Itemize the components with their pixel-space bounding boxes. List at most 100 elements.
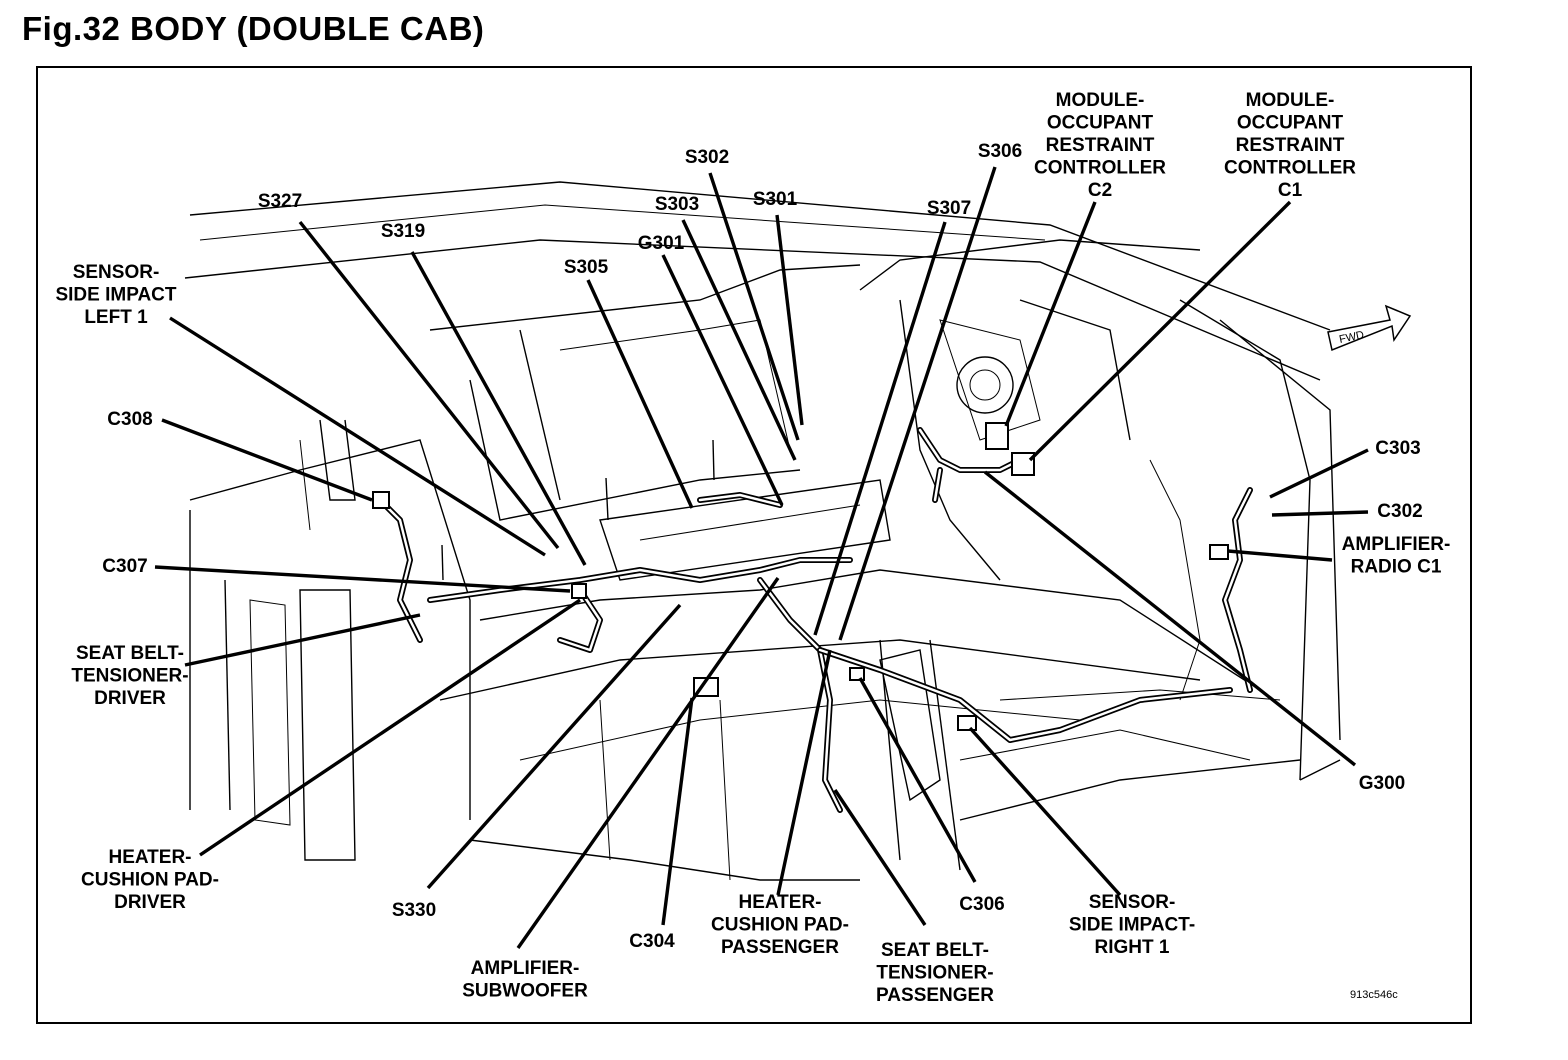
callout-line: TENSIONER-: [876, 963, 993, 984]
callout-seat-belt-tensioner-passenger: SEAT BELT-TENSIONER-PASSENGER: [876, 940, 994, 1006]
callout-line: S302: [685, 147, 729, 168]
leader-orc-c2: [1004, 201, 1097, 427]
callout-line: TENSIONER-: [71, 666, 188, 687]
callout-line: HEATER-: [108, 847, 191, 868]
callout-c303: C303: [1375, 438, 1420, 459]
callout-line: SEAT BELT-: [76, 643, 184, 664]
callout-line: C304: [629, 931, 675, 952]
leader-s319: [410, 251, 587, 566]
callout-line: CONTROLLER: [1034, 158, 1166, 179]
leader-c304: [661, 697, 694, 926]
callout-line: CUSHION PAD-: [711, 915, 849, 936]
callout-line: SIDE IMPACT: [55, 285, 176, 306]
callout-line: OCCUPANT: [1237, 113, 1344, 134]
leader-c302: [1271, 510, 1369, 517]
callout-line: MODULE-: [1246, 90, 1335, 111]
callout-heater-cushion-pad-driver: HEATER-CUSHION PAD-DRIVER: [81, 847, 219, 913]
callout-c308: C308: [107, 409, 152, 430]
leader-g300: [983, 470, 1357, 767]
leader-s307: [813, 221, 947, 636]
leader-s305: [586, 279, 694, 509]
callout-line: C1: [1278, 180, 1303, 201]
callout-c307: C307: [102, 556, 147, 577]
connector-sensor-side-impact-right: [957, 715, 977, 731]
vehicle-body-outline: [184, 181, 1341, 881]
leader-s303: [681, 219, 797, 461]
figure-title: Fig.32 BODY (DOUBLE CAB): [22, 10, 485, 47]
callout-seat-belt-tensioner-driver: SEAT BELT-TENSIONER-DRIVER: [71, 643, 188, 709]
connectors: [372, 422, 1229, 731]
callout-line: C302: [1377, 501, 1422, 522]
callout-line: S319: [381, 221, 425, 242]
forward-arrow-icon: FWD: [1327, 304, 1412, 352]
callout-line: SEAT BELT-: [881, 940, 989, 961]
callout-s327: S327: [258, 191, 302, 212]
connector-c306: [849, 667, 865, 681]
callout-line: AMPLIFIER-: [1342, 534, 1451, 555]
callout-line: PASSENGER: [876, 985, 994, 1006]
callout-line: RESTRAINT: [1046, 135, 1155, 156]
figure-code: 913c546c: [1350, 989, 1398, 1001]
callout-line: S301: [753, 189, 798, 210]
callout-line: PASSENGER: [721, 937, 839, 958]
callout-line: RADIO C1: [1351, 557, 1442, 578]
callout-s305: S305: [564, 257, 609, 278]
callout-line: S330: [392, 900, 436, 921]
callout-s319: S319: [381, 221, 425, 242]
leader-heater-driver: [199, 598, 581, 857]
leader-amplifier-subwoofer: [516, 577, 780, 949]
callout-line: S307: [927, 198, 971, 219]
callout-line: C306: [959, 894, 1004, 915]
leader-heater-passenger: [776, 649, 832, 896]
connector-c307: [571, 583, 587, 599]
leader-seat-belt-passenger: [833, 789, 927, 926]
callout-line: MODULE-: [1056, 90, 1145, 111]
leader-seat-belt-driver: [184, 613, 421, 667]
callout-line: S303: [655, 194, 699, 215]
fwd-label: FWD: [1338, 329, 1365, 346]
callout-line: C308: [107, 409, 152, 430]
callout-line: S327: [258, 191, 302, 212]
callout-line: DRIVER: [94, 688, 166, 709]
leader-s330: [426, 603, 682, 890]
leader-s302: [708, 172, 800, 441]
leader-c306: [858, 677, 977, 883]
connector-amplifier-radio-c1: [1209, 544, 1229, 560]
connector-orc-c1: [1011, 452, 1035, 476]
leader-amplifier-radio: [1227, 549, 1333, 562]
callout-s330: S330: [392, 900, 436, 921]
callout-line: SUBWOOFER: [462, 981, 588, 1002]
leader-sensor-right: [968, 726, 1122, 897]
callout-line: AMPLIFIER-: [471, 958, 580, 979]
callout-line: SIDE IMPACT-: [1069, 915, 1195, 936]
callout-line: G300: [1359, 773, 1405, 794]
callout-line: OCCUPANT: [1047, 113, 1154, 134]
leader-s327: [298, 220, 560, 550]
callout-s307: S307: [927, 198, 971, 219]
callout-line: S306: [978, 141, 1022, 162]
callout-c306: C306: [959, 894, 1004, 915]
callout-line: C2: [1088, 180, 1112, 201]
leader-sensor-left: [169, 316, 546, 557]
callout-line: CONTROLLER: [1224, 158, 1356, 179]
callout-line: C307: [102, 556, 147, 577]
callout-line: LEFT 1: [84, 307, 148, 328]
callout-line: HEATER-: [738, 892, 821, 913]
callout-s302: S302: [685, 147, 729, 168]
callout-c302: C302: [1377, 501, 1422, 522]
leader-c303: [1269, 448, 1369, 499]
callout-line: DRIVER: [114, 892, 186, 913]
callout-heater-cushion-pad-passenger: HEATER-CUSHION PAD-PASSENGER: [711, 892, 849, 958]
leader-c307: [154, 565, 571, 593]
callout-line: S305: [564, 257, 609, 278]
callout-line: C303: [1375, 438, 1420, 459]
leader-lines: [154, 166, 1369, 949]
callout-s303: S303: [655, 194, 699, 215]
callout-amplifier-radio-c1: AMPLIFIER-RADIO C1: [1342, 534, 1451, 578]
leader-s306: [838, 166, 997, 641]
